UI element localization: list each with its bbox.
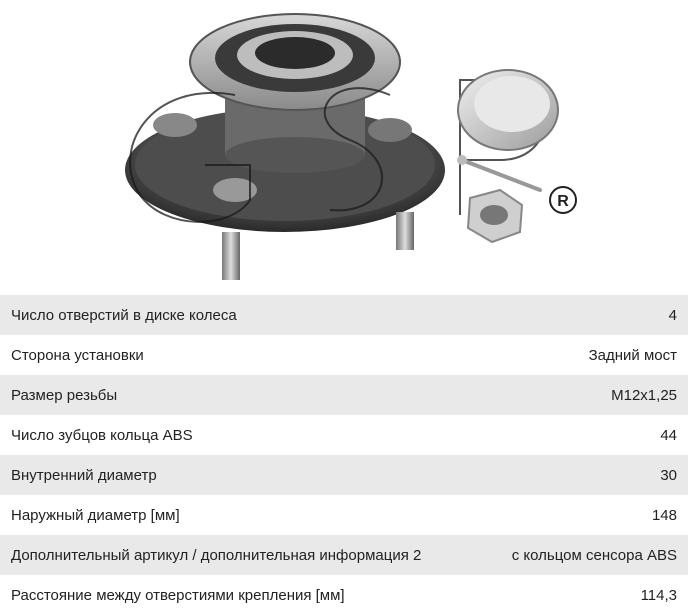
spec-label: Размер резьбы [11, 386, 118, 404]
hub-cap [457, 69, 559, 151]
spec-label: Расстояние между отверстиями крепления [… [11, 586, 345, 604]
hub-nut [466, 188, 524, 244]
spec-label: Сторона установки [11, 346, 144, 364]
spec-value: 30 [660, 466, 677, 484]
spec-value: 4 [668, 306, 677, 324]
spec-label: Дополнительный артикул / дополнительная … [11, 546, 422, 564]
spec-row: Наружный диаметр [мм] 148 [0, 495, 688, 535]
spec-value: M12x1,25 [611, 386, 677, 404]
spec-label: Наружный диаметр [мм] [11, 506, 180, 524]
spec-row: Размер резьбы M12x1,25 [0, 375, 688, 415]
spec-row: Внутренний диаметр 30 [0, 455, 688, 495]
spec-value: 148 [651, 506, 677, 524]
spec-value: с кольцом сенсора ABS [511, 546, 677, 564]
spec-value: 114,3 [640, 586, 677, 604]
spec-value: Задний мост [588, 346, 677, 364]
spec-label: Внутренний диаметр [11, 466, 157, 484]
spec-row: Расстояние между отверстиями крепления [… [0, 575, 688, 615]
wheel-hub-illustration: R [125, 13, 577, 280]
wheel-studs [222, 212, 414, 280]
spec-label: Число отверстий в диске колеса [11, 306, 237, 324]
svg-text:R: R [557, 193, 569, 210]
product-image: R [0, 0, 688, 295]
spec-value: 44 [660, 426, 677, 444]
spec-label: Число зубцов кольца ABS [11, 426, 193, 444]
specs-table: Число отверстий в диске колеса 4 Сторона… [0, 295, 688, 615]
spec-row: Дополнительный артикул / дополнительная … [0, 535, 688, 575]
registered-mark-icon: R [549, 186, 577, 214]
abs-ring [189, 13, 401, 111]
spec-row: Число отверстий в диске колеса 4 [0, 295, 688, 335]
cotter-pin [457, 155, 542, 192]
spec-row: Сторона установки Задний мост [0, 335, 688, 375]
spec-row: Число зубцов кольца ABS 44 [0, 415, 688, 455]
